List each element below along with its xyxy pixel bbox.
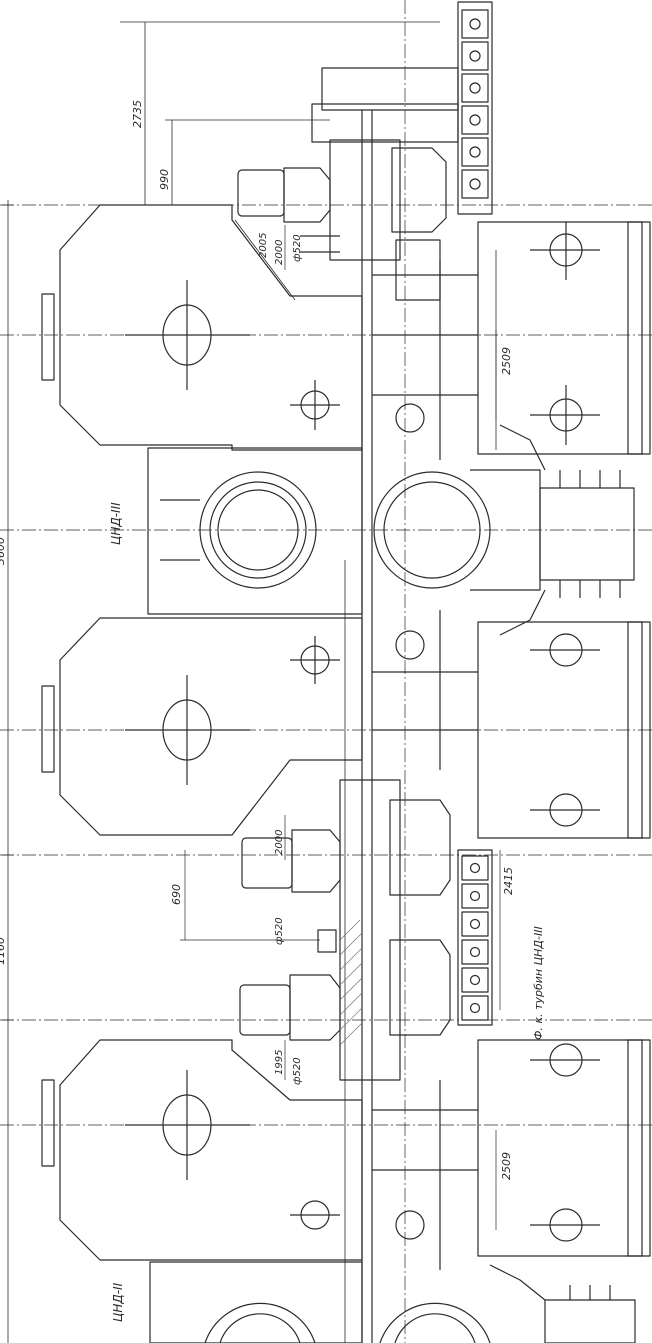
coupling-stack-top	[311, 1, 493, 215]
right-rail-columns	[372, 221, 651, 460]
dim-side-1: 2415	[502, 867, 515, 895]
dim-small-1: 2000	[274, 240, 285, 265]
left-dimension-chain	[2, 21, 440, 1343]
cylinder-block-lower	[149, 1261, 636, 1343]
dim-small-2: 2005	[258, 233, 269, 258]
label-lower-note: Ф. к. турбин ЦНД-III	[532, 926, 545, 1040]
main-shaft	[344, 110, 373, 1343]
drawing-labels: 2735 990 3600 1160 2509 2509 2415 690 20…	[0, 100, 545, 1322]
dim-dia-3: ф520	[292, 1057, 303, 1085]
dim-left-mid: 3600	[0, 537, 7, 565]
dim-span-1: 2509	[500, 347, 513, 375]
dim-small-3: 2000	[274, 830, 285, 855]
dim-dia-2: ф520	[274, 917, 285, 945]
bearing-housing-top	[237, 139, 447, 301]
dim-top-2: 990	[158, 169, 171, 190]
dim-small-4: 1995	[274, 1050, 285, 1075]
dim-left-low: 1160	[0, 937, 7, 965]
label-cylinder-upper: ЦНД-III	[109, 502, 123, 545]
dim-span-2: 2509	[500, 1152, 513, 1180]
coupling-stack-bottom	[457, 849, 493, 1026]
dimension-lines	[180, 225, 501, 1230]
dim-mid: 690	[170, 884, 183, 905]
exhaust-hood-1	[41, 204, 363, 451]
label-cylinder-lower: ЦНД-II	[111, 1282, 125, 1322]
exhaust-hood-2	[41, 610, 651, 839]
hatched-section	[339, 919, 363, 1046]
dim-dia-1: ф520	[292, 234, 303, 262]
cylinder-block-upper	[147, 424, 635, 636]
exhaust-hood-3	[41, 1039, 651, 1270]
dim-top-1: 2735	[131, 100, 144, 128]
